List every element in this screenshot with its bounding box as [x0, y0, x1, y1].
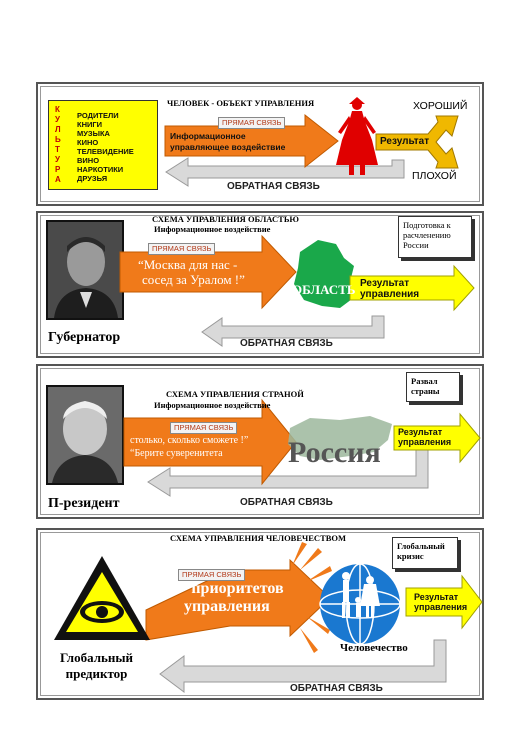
result-label: Результат управления: [398, 427, 451, 447]
culture-item: КИНО: [77, 138, 99, 147]
feedback-label: ОБРАТНАЯ СВЯЗЬ: [240, 497, 333, 508]
result-line: управления: [360, 289, 420, 300]
arrow-text-line: Информационное: [170, 131, 246, 141]
panel1-title: ЧЕЛОВЕК - ОБЪЕКТ УПРАВЛЕНИЯ: [167, 98, 315, 108]
feedback-label: ОБРАТНАЯ СВЯЗЬ: [227, 181, 320, 192]
culture-item: ДРУЗЬЯ: [77, 174, 108, 183]
feedback-label: ОБРАТНАЯ СВЯЗЬ: [290, 683, 383, 694]
direct-arrow-text: Информационное управляющее воздействие: [170, 131, 285, 153]
result-line: Результат: [398, 427, 443, 437]
result-label: Результат управления: [414, 592, 467, 612]
culture-item: НАРКОТИКИ: [77, 165, 124, 174]
panel3-title: СХЕМА УПРАВЛЕНИЯ СТРАНОЙ: [166, 389, 304, 399]
portrait-image: [48, 222, 122, 318]
panel4-title: СХЕМА УПРАВЛЕНИЯ ЧЕЛОВЕЧЕСТВОМ: [170, 533, 347, 543]
panel2-subtitle: Информационное воздействие: [154, 224, 271, 234]
direct-arrow-text: “Москва для нас - сосед за Уралом !”: [138, 257, 245, 287]
feedback-label: ОБРАТНАЯ СВЯЗЬ: [240, 338, 333, 349]
result-line: Результат: [414, 592, 459, 602]
actor-label: Губернатор: [48, 330, 121, 345]
good-label: ХОРОШИЙ: [413, 100, 468, 112]
governor-photo: [46, 220, 124, 320]
culture-item: ТЕЛЕВИДЕНИЕ: [77, 147, 134, 156]
arrow-text-line: управления: [184, 598, 270, 615]
panel2-title: СХЕМА УПРАВЛЕНИЯ ОБЛАСТЬЮ: [152, 214, 300, 224]
culture-item: РОДИТЕЛИ: [77, 111, 119, 120]
result-label: Результат управления: [360, 278, 419, 300]
direct-arrow-text: 6 - приоритетов управления: [170, 580, 284, 616]
bad-label: ПЛОХОЙ: [412, 170, 457, 182]
arrow-text-line: столько, сколько сможете !”: [130, 435, 249, 446]
direct-arrow-text: столько, сколько сможете !” “Берите суве…: [130, 434, 248, 460]
region-label: ОБЛАСТЬ: [292, 282, 356, 297]
result-line: Результат: [360, 278, 410, 289]
predictor-label: Глобальный предиктор: [60, 650, 133, 682]
result-label: Результат: [380, 136, 430, 147]
culture-item: ВИНО: [77, 156, 100, 165]
culture-item: МУЗЫКА: [77, 129, 110, 138]
arrow-text-line: управляющее воздействие: [170, 142, 286, 152]
outcome-note: Глобальный кризис: [392, 537, 458, 569]
arrow-text-line: сосед за Уралом !”: [142, 272, 245, 287]
portrait-image: [48, 387, 122, 483]
culture-items-list: РОДИТЕЛИ КНИГИ МУЗЫКА КИНО ТЕЛЕВИДЕНИЕ В…: [77, 111, 134, 183]
direct-link-label: ПРЯМАЯ СВЯЗЬ: [218, 117, 286, 129]
country-label: Россия: [288, 436, 381, 469]
arrow-text-line: 6 - приоритетов: [170, 580, 284, 597]
direct-link-label: ПРЯМАЯ СВЯЗЬ: [178, 569, 246, 581]
arrow-text-line: “Москва для нас -: [138, 257, 238, 272]
culture-item: КНИГИ: [77, 120, 103, 129]
direct-link-label: ПРЯМАЯ СВЯЗЬ: [170, 422, 238, 434]
result-line: управления: [398, 437, 452, 447]
direct-link-label: ПРЯМАЯ СВЯЗЬ: [148, 243, 216, 255]
predictor-line: Глобальный: [60, 650, 134, 665]
president-photo: [46, 385, 124, 485]
humanity-label: Человечество: [340, 642, 408, 654]
outcome-note: Развал страны: [406, 372, 460, 402]
actor-label: П-резидент: [48, 496, 120, 511]
result-line: управления: [414, 602, 468, 612]
arrow-text-line: “Берите суверенитета: [130, 448, 223, 459]
predictor-line: предиктор: [65, 666, 128, 681]
outcome-note: Подготовка к расчленению России: [398, 216, 472, 258]
panel3-subtitle: Информационное воздействие: [154, 400, 271, 410]
